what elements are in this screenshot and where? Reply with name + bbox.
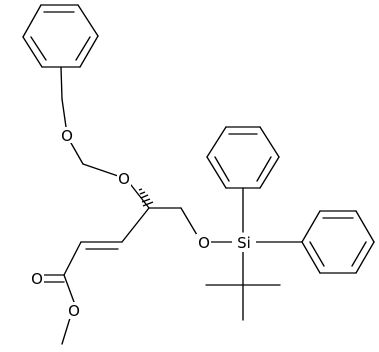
atom-o-silyl-ether: O [196,234,211,252]
svg-text:O: O [68,302,80,320]
svg-text:O: O [31,270,43,288]
bond-och2o-to-o2 [82,163,119,177]
svg-text:O: O [118,170,130,188]
benzyl-phenyl-ring [22,4,99,68]
bond-lines [22,4,375,345]
bond-ch2-to-o3 [180,207,198,236]
bond-ester-o-to-methyl [61,317,71,345]
alkene-double-bond [80,241,123,250]
bond-carbonyl-to-ester-o [63,274,75,303]
atom-o-ester: O [67,302,82,320]
svg-text:O: O [61,127,73,145]
svg-text:Si: Si [237,234,251,252]
hashed-wedge-bond [138,188,154,207]
tert-butyl-group [205,251,281,321]
svg-text:O: O [198,234,210,252]
atom-o-bnom-ether: O [60,127,74,145]
atom-o-carbonyl: O [30,270,44,288]
bond-ring-to-ch2 [60,66,63,100]
carbonyl-double-bond [43,274,65,283]
atom-o-mom-ether: O [117,170,131,188]
silyl-phenyl-ring-right [301,210,375,274]
bond-ch2-to-o1 [61,98,67,128]
bond-alkene-to-carbonyl [63,241,82,276]
bond-stereocenter-to-alkene [121,207,150,243]
silyl-phenyl-ring-top [206,126,280,189]
atom-si: Si [232,234,256,252]
bond-o1-to-och2o [70,142,84,165]
